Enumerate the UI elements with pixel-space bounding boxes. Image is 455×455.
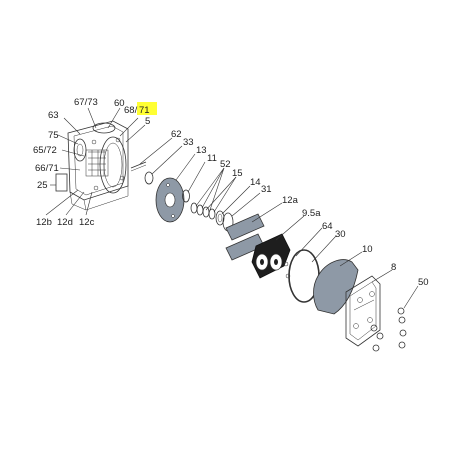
part-62-ring	[144, 171, 154, 185]
label-15: 15	[232, 168, 243, 179]
label-71-highlight	[137, 102, 157, 115]
shaft-pin	[130, 161, 147, 172]
label-68: 68/	[124, 105, 138, 116]
part-10-cover	[313, 259, 359, 315]
label-12c: 12c	[79, 217, 95, 228]
label-13: 13	[196, 145, 207, 156]
part-14-ring-inner	[217, 213, 223, 223]
leader-lines	[45, 107, 419, 309]
label-75: 75	[48, 130, 59, 141]
label-14: 14	[250, 177, 261, 188]
label-62: 62	[171, 129, 182, 140]
label-9-5a: 9.5a	[302, 208, 321, 219]
label-60: 60	[114, 98, 125, 109]
label-5: 5	[145, 116, 150, 127]
callout-labels: 63 67/73 60 68/ 71 5 75 65/72 66/71 25 1…	[33, 97, 429, 288]
label-52: 52	[220, 159, 231, 170]
label-50: 50	[418, 277, 429, 288]
label-33: 33	[183, 137, 194, 148]
label-64: 64	[322, 221, 333, 232]
part-13-ring	[182, 189, 190, 203]
cover-nuts	[370, 324, 384, 352]
part-25-plate	[55, 173, 68, 192]
label-31: 31	[261, 184, 272, 195]
label-25: 25	[37, 180, 48, 191]
label-30: 30	[335, 229, 346, 240]
part-14-ring	[215, 210, 225, 226]
label-63: 63	[48, 110, 59, 121]
label-10: 10	[362, 244, 373, 255]
label-71: 71	[139, 105, 150, 116]
pump-housing	[67, 120, 129, 211]
rotor-bolts	[283, 261, 291, 279]
part-33-plate	[155, 177, 185, 223]
label-12b: 12b	[36, 217, 52, 228]
label-66-71: 66/71	[35, 163, 59, 174]
label-65-72: 65/72	[33, 145, 57, 156]
part-9-5a-rotor	[251, 233, 291, 279]
label-12d: 12d	[57, 217, 73, 228]
label-67-73: 67/73	[74, 97, 98, 108]
label-12a: 12a	[282, 195, 299, 206]
label-8: 8	[391, 262, 396, 273]
label-11: 11	[207, 153, 217, 164]
washer-set	[190, 202, 216, 220]
part-50-nuts	[397, 307, 407, 349]
